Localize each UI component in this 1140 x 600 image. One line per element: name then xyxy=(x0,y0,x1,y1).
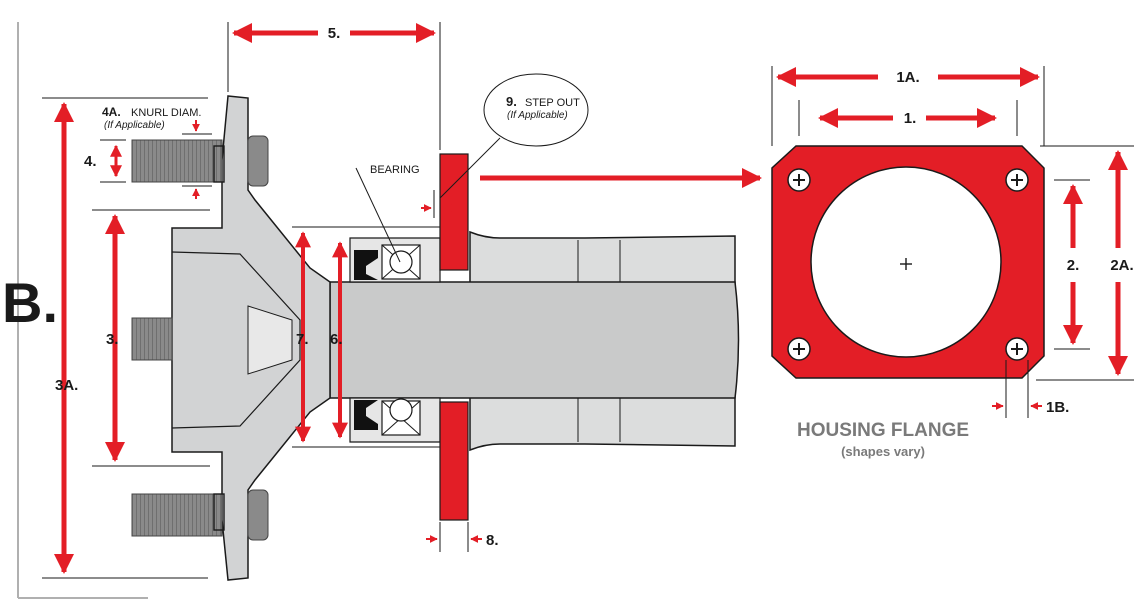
label-4a-text: KNURL DIAM. xyxy=(131,107,202,119)
bearing-bottom xyxy=(381,398,421,436)
dim-4a xyxy=(182,120,212,199)
label-4a-note: (If Applicable) xyxy=(104,120,165,131)
dim-1 xyxy=(798,100,1018,136)
label-4: 4. xyxy=(84,153,97,170)
bolt-hole-bottom-right xyxy=(1005,337,1029,361)
bolt-hole-bottom-left xyxy=(787,337,811,361)
label-5: 5. xyxy=(328,25,341,42)
wheel-stud-top xyxy=(131,135,269,187)
dim-2a xyxy=(1036,145,1134,381)
bolt-hole-top-right xyxy=(1005,168,1029,192)
dim-1a xyxy=(771,66,1045,146)
label-9-note: (If Applicable) xyxy=(507,110,568,121)
label-1a: 1A. xyxy=(896,69,919,86)
housing-flange-side xyxy=(439,153,469,521)
dim-9 xyxy=(421,73,589,218)
section-letter: B. xyxy=(2,271,58,334)
label-9-num: 9. xyxy=(506,94,517,109)
label-9-text: STEP OUT xyxy=(525,97,580,109)
dim-5 xyxy=(227,22,441,150)
label-2: 2. xyxy=(1067,257,1080,274)
bearing-top xyxy=(381,244,421,280)
dim-8 xyxy=(426,522,482,552)
wheel-stud-bottom xyxy=(131,489,269,541)
label-bearing: BEARING xyxy=(370,164,420,176)
dim-3a xyxy=(42,97,208,579)
dim-7 xyxy=(292,226,440,448)
frame-bracket xyxy=(17,22,148,599)
axle-shaft xyxy=(329,281,740,399)
dim-3 xyxy=(92,209,210,467)
label-3a: 3A. xyxy=(55,377,78,394)
housing-flange-subtitle: (shapes vary) xyxy=(841,444,925,459)
dim-2 xyxy=(1054,179,1090,350)
label-1b: 1B. xyxy=(1046,399,1069,416)
label-8: 8. xyxy=(486,532,499,549)
label-4a-num: 4A. xyxy=(102,105,121,119)
label-3: 3. xyxy=(106,331,119,348)
dim-4 xyxy=(100,139,126,183)
housing-flange-front xyxy=(771,145,1045,379)
label-6: 6. xyxy=(330,331,343,348)
label-7: 7. xyxy=(296,331,309,348)
axle-hub xyxy=(171,95,331,581)
knurl-outline xyxy=(213,145,225,531)
housing-flange-title: HOUSING FLANGE xyxy=(797,420,969,441)
label-2a: 2A. xyxy=(1110,257,1133,274)
seal-top xyxy=(354,250,378,280)
dim-1b xyxy=(992,360,1042,418)
bearing-leader xyxy=(355,167,401,263)
wheel-stud-center xyxy=(131,317,173,361)
label-1: 1. xyxy=(904,110,917,127)
seal-bottom xyxy=(354,400,378,430)
bolt-hole-top-left xyxy=(787,168,811,192)
